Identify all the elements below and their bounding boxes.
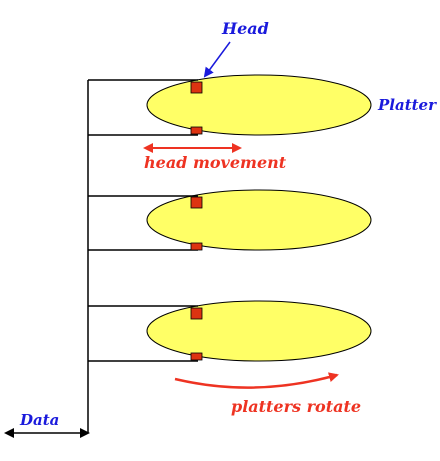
platters-rotate-arrow [174,372,339,389]
head-bottom-2 [190,242,203,251]
head-movement-label: head movement [144,153,287,172]
platter-label: Platter [377,96,437,114]
head-top-2 [190,196,203,209]
platter-assembly-3 [88,300,372,362]
platter-assembly-2 [88,189,372,251]
data-label: Data [19,411,59,429]
head-pointer-arrow [203,41,231,78]
head-label: Head [221,19,269,38]
head-bottom-1 [190,126,203,135]
platter-2 [146,189,372,251]
head-top-3 [190,307,203,320]
platter-assembly-1 [88,74,372,136]
head-bottom-3 [190,352,203,361]
platter-3 [146,300,372,362]
platters-rotate-label: platters rotate [231,397,361,416]
platter-1 [146,74,372,136]
head-top-1 [190,81,203,94]
